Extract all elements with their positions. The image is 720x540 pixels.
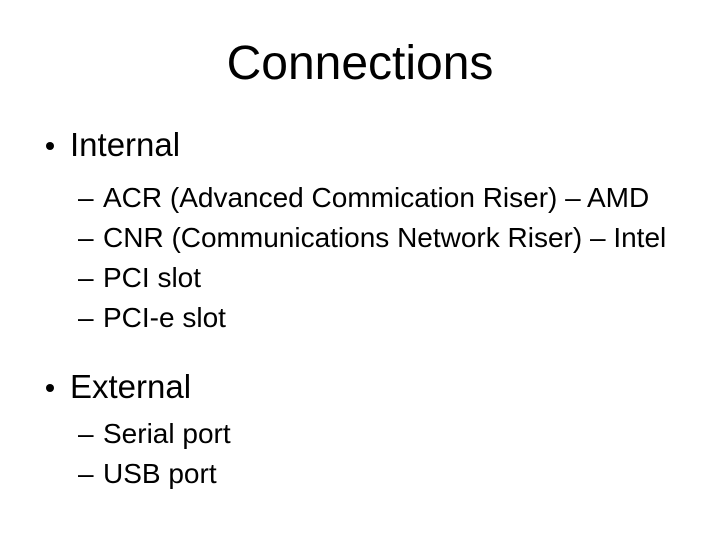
bullet-dot-icon <box>46 142 54 150</box>
page-title: Connections <box>226 37 494 90</box>
en-dash-icon: – <box>78 302 94 333</box>
sub-bullet-item-pci-slot: – PCI slot <box>0 258 720 298</box>
sub-bullet-label-usb-port: USB port <box>103 458 217 489</box>
en-dash-icon: – <box>78 458 94 489</box>
en-dash-icon: – <box>78 182 94 213</box>
spacer <box>0 338 720 366</box>
bullet-label-internal: Internal <box>70 126 181 163</box>
en-dash-icon: – <box>78 262 94 293</box>
en-dash-icon: – <box>78 418 94 449</box>
sub-bullet-label-cnr: CNR (Communications Network Riser) – Int… <box>103 222 667 253</box>
sub-bullet-item-acr: – ACR (Advanced Commication Riser) – AMD <box>0 178 720 218</box>
bullet-item-external: External <box>0 366 720 408</box>
sub-bullet-label-acr: ACR (Advanced Commication Riser) – AMD <box>103 182 650 213</box>
sub-bullet-item-pci-e-slot: – PCI-e slot <box>0 298 720 338</box>
sub-bullet-item-usb-port: – USB port <box>0 454 720 494</box>
en-dash-icon: – <box>78 222 94 253</box>
sub-bullet-item-serial-port: – Serial port <box>0 414 720 454</box>
spacer <box>0 166 720 178</box>
sub-bullet-item-cnr: – CNR (Communications Network Riser) – I… <box>0 218 720 258</box>
bullet-dot-icon <box>46 384 54 392</box>
sub-bullet-label-pci-slot: PCI slot <box>103 262 202 293</box>
sub-bullet-label-serial-port: Serial port <box>103 418 231 449</box>
bullet-label-external: External <box>70 368 192 405</box>
slide-body-content: Internal – ACR (Advanced Commication Ris… <box>0 124 720 494</box>
sub-bullet-label-pci-e-slot: PCI-e slot <box>103 302 226 333</box>
bullet-item-internal: Internal <box>0 124 720 166</box>
